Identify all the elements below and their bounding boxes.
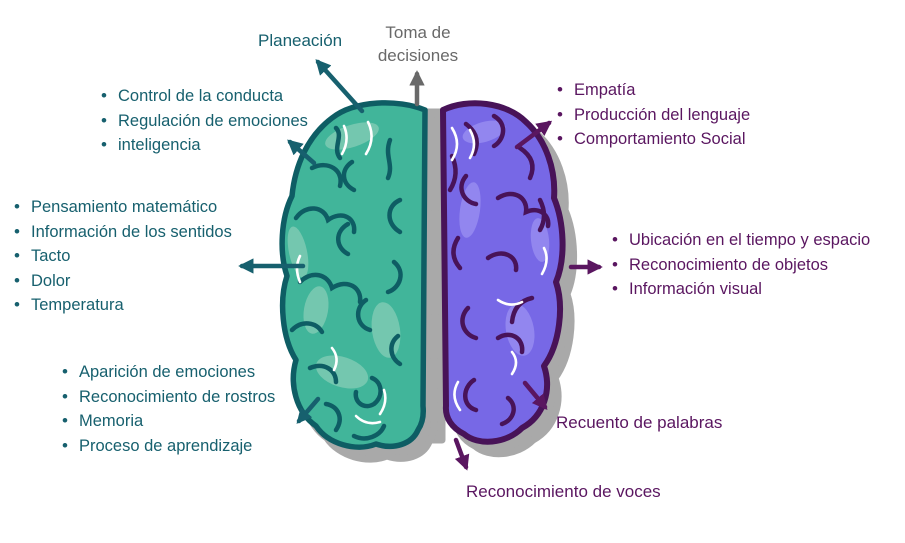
recuento-palabras-label: Recuento de palabras — [556, 413, 723, 432]
list-item: Proceso de aprendizaje — [62, 434, 275, 459]
list-item: Control de la conducta — [101, 84, 308, 109]
list-item: Aparición de emociones — [62, 360, 275, 385]
list-item: Producción del lenguaje — [557, 103, 750, 128]
list-item: Regulación de emociones — [101, 109, 308, 134]
list-item: Reconocimiento de rostros — [62, 385, 275, 410]
right-frontal-functions-list: Empatía Producción del lenguaje Comporta… — [557, 78, 750, 152]
list-item: Información visual — [612, 277, 870, 302]
list-item: Pensamiento matemático — [14, 195, 232, 220]
list-item: Ubicación en el tiempo y espacio — [612, 228, 870, 253]
reconocimiento-voces-label: Reconocimiento de voces — [466, 482, 661, 501]
list-item: Reconocimiento de objetos — [612, 253, 870, 278]
arrow-recuento-palabras — [522, 380, 548, 410]
list-item: Comportamiento Social — [557, 127, 750, 152]
toma-de-decisiones-label: Toma de decisiones — [377, 23, 459, 65]
arrow-planeacion — [315, 59, 365, 114]
list-item: Empatía — [557, 78, 750, 103]
arrow-reconocimiento-voces — [453, 437, 470, 471]
list-item: Tacto — [14, 244, 232, 269]
left-parietal-functions-list: Pensamiento matemático Información de lo… — [14, 195, 232, 318]
list-item: Memoria — [62, 409, 275, 434]
planeacion-label: Planeación — [258, 31, 343, 50]
arrow-right-frontal — [514, 120, 553, 150]
left-temporal-functions-list: Aparición de emociones Reconocimiento de… — [62, 360, 275, 458]
list-item: Temperatura — [14, 293, 232, 318]
left-frontal-functions-list: Control de la conducta Regulación de emo… — [101, 84, 308, 158]
arrow-left-temporal — [296, 396, 321, 424]
list-item: inteligencia — [101, 133, 308, 158]
right-occipital-functions-list: Ubicación en el tiempo y espacio Reconoc… — [612, 228, 870, 302]
list-item: Información de los sentidos — [14, 220, 232, 245]
right-hemisphere — [440, 100, 566, 445]
list-item: Dolor — [14, 269, 232, 294]
